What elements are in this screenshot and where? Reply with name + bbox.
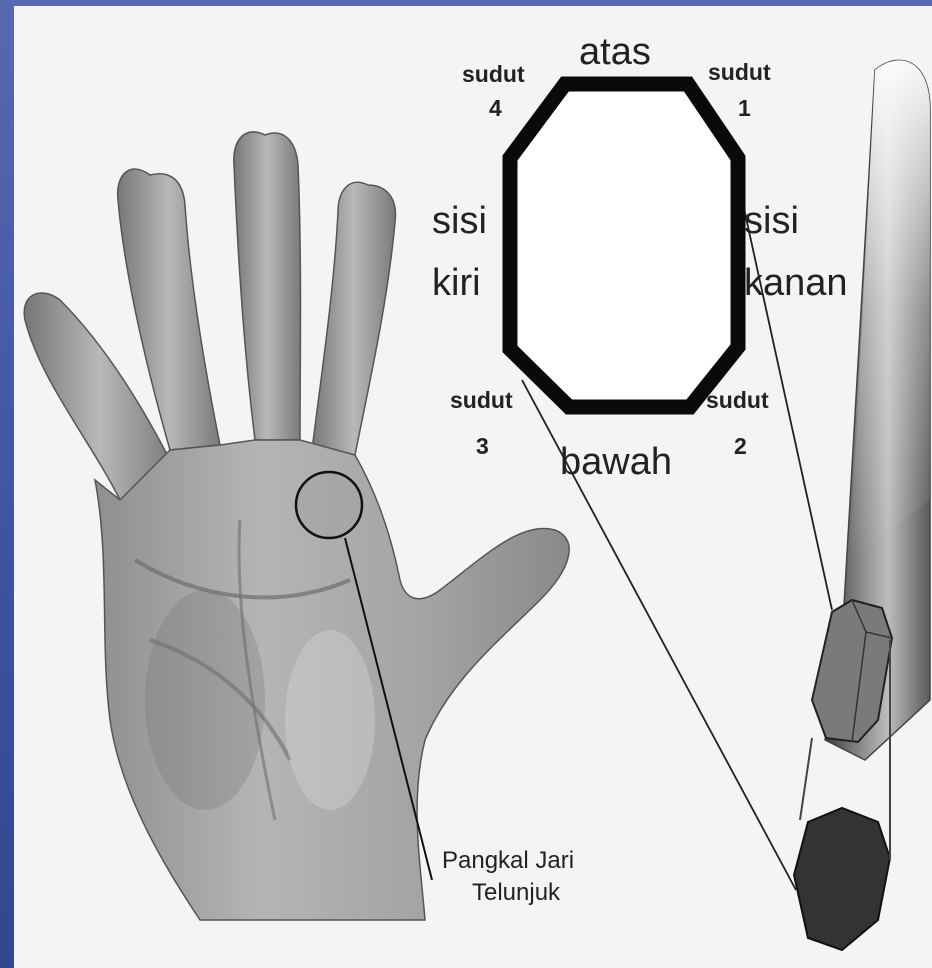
label-corner1-num: 1 — [738, 95, 751, 121]
arrow-end-octagon — [794, 808, 890, 950]
label-top: atas — [579, 31, 651, 73]
diagram-svg: Pangkal Jari Telunjuk atas bawah sisi ki… — [14, 6, 932, 968]
label-corner2-num: 2 — [734, 433, 747, 459]
label-right-1: sisi — [744, 200, 799, 242]
diagram-figure: Pangkal Jari Telunjuk atas bawah sisi ki… — [14, 6, 932, 968]
index-finger-base-marker — [296, 472, 362, 538]
label-corner3-num: 3 — [476, 433, 489, 459]
label-left-1: sisi — [432, 200, 487, 242]
label-bottom: bawah — [560, 441, 672, 483]
label-right-2: kanan — [744, 262, 848, 304]
hand-icon — [24, 132, 569, 920]
label-corner2-word: sudut — [706, 387, 769, 413]
arrow-shaft-icon — [794, 60, 930, 950]
octagon-cross-section — [510, 84, 738, 407]
label-corner4-word: sudut — [462, 61, 525, 87]
caption-line-1: Pangkal Jari — [442, 847, 574, 874]
caption-line-2: Telunjuk — [472, 879, 561, 906]
label-corner3-word: sudut — [450, 387, 513, 413]
label-left-2: kiri — [432, 262, 481, 304]
label-corner4-num: 4 — [489, 95, 502, 121]
label-corner1-word: sudut — [708, 59, 771, 85]
